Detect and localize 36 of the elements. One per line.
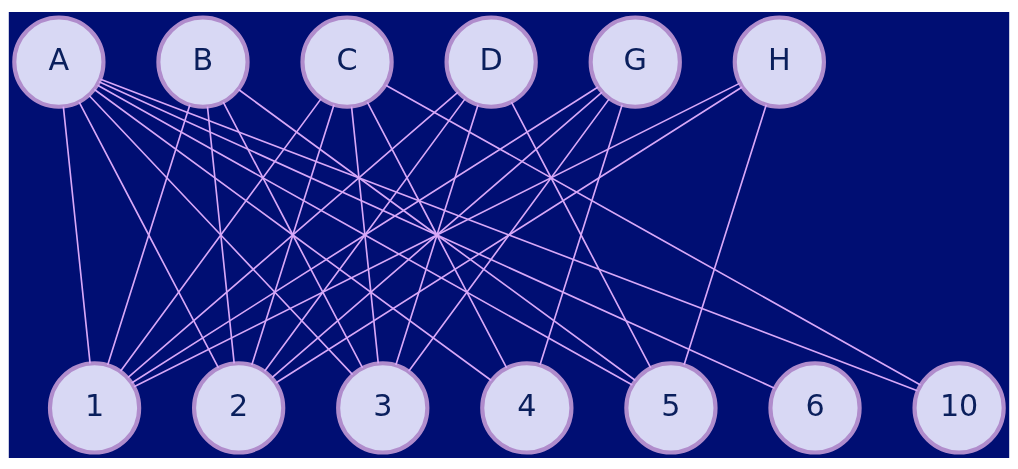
node-circle: 5: [624, 360, 718, 455]
connector: [88, 94, 354, 375]
connector: [274, 85, 743, 384]
connector: [206, 105, 235, 364]
connector: [119, 97, 322, 372]
connector: [683, 103, 768, 366]
connector: [93, 88, 493, 381]
connector: [78, 100, 220, 369]
node-circle: C: [300, 14, 394, 109]
node-circle: G: [588, 14, 682, 109]
connector: [510, 100, 652, 369]
connector: [106, 103, 191, 366]
connector: [250, 103, 335, 366]
connector: [407, 97, 610, 372]
node-circle: 2: [192, 360, 286, 455]
node-circle: 3: [336, 360, 430, 455]
connector: [99, 78, 919, 391]
connector: [385, 83, 922, 386]
node-circle: H: [732, 14, 826, 109]
connector: [237, 88, 637, 381]
connector: [366, 100, 508, 369]
connector: [127, 90, 459, 379]
connector: [222, 100, 364, 369]
node-circle: B: [156, 14, 250, 109]
node-circle: 4: [480, 360, 574, 455]
connector: [62, 105, 91, 364]
node-circle: D: [444, 14, 538, 109]
node-circle: A: [12, 14, 106, 109]
connector: [539, 103, 623, 366]
node-circle: 6: [768, 360, 862, 455]
node-circle: 10: [912, 360, 1006, 455]
connector: [263, 97, 466, 372]
connector: [271, 90, 603, 379]
connector: [395, 103, 479, 366]
node-circle: 1: [47, 360, 142, 455]
connector: [350, 105, 380, 364]
